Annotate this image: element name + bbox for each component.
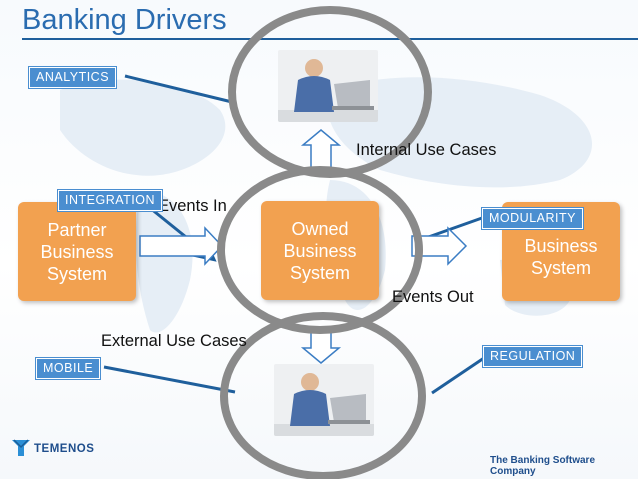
analytics-connector <box>124 74 233 104</box>
internal-use-cases-label: Internal Use Cases <box>356 141 497 159</box>
regulation-connector <box>431 356 485 395</box>
partner-line-1: Partner <box>47 219 107 240</box>
temenos-logo-icon <box>12 439 30 456</box>
modularity-tag: MODULARITY <box>482 208 583 229</box>
regulation-tag: REGULATION <box>483 346 583 367</box>
analytics-tag: ANALYTICS <box>29 67 117 88</box>
external-use-cases-label: External Use Cases <box>101 332 247 350</box>
integration-tag: INTEGRATION <box>58 190 162 211</box>
right-line-2: System <box>530 257 591 278</box>
partner-line-3: System <box>46 263 107 284</box>
bottom-ring <box>220 312 426 479</box>
mobile-connector <box>103 365 236 394</box>
page-title: Banking Drivers <box>22 4 227 36</box>
right-line-1: Business <box>524 235 598 256</box>
temenos-brand: TEMENOS <box>34 443 95 455</box>
events-in-label: Events In <box>158 197 227 215</box>
company-tagline: The Banking Software Company <box>490 455 596 477</box>
events-out-label: Events Out <box>392 288 474 306</box>
owned-line-3: System <box>289 262 350 283</box>
events-in-arrow <box>139 226 224 266</box>
middle-ring <box>217 166 423 334</box>
bottom-person-photo <box>274 364 374 436</box>
title-divider <box>22 38 638 40</box>
owned-line-1: Owned <box>291 218 349 239</box>
internal-up-arrow <box>300 129 342 169</box>
owned-business-system-box: Owned Business System <box>261 201 379 300</box>
owned-line-2: Business <box>283 240 357 261</box>
top-person-photo <box>278 50 378 122</box>
mobile-tag: MOBILE <box>36 358 101 379</box>
external-down-arrow <box>300 329 342 364</box>
partner-business-system-box: Partner Business System <box>18 202 136 301</box>
partner-line-2: Business <box>40 241 114 262</box>
